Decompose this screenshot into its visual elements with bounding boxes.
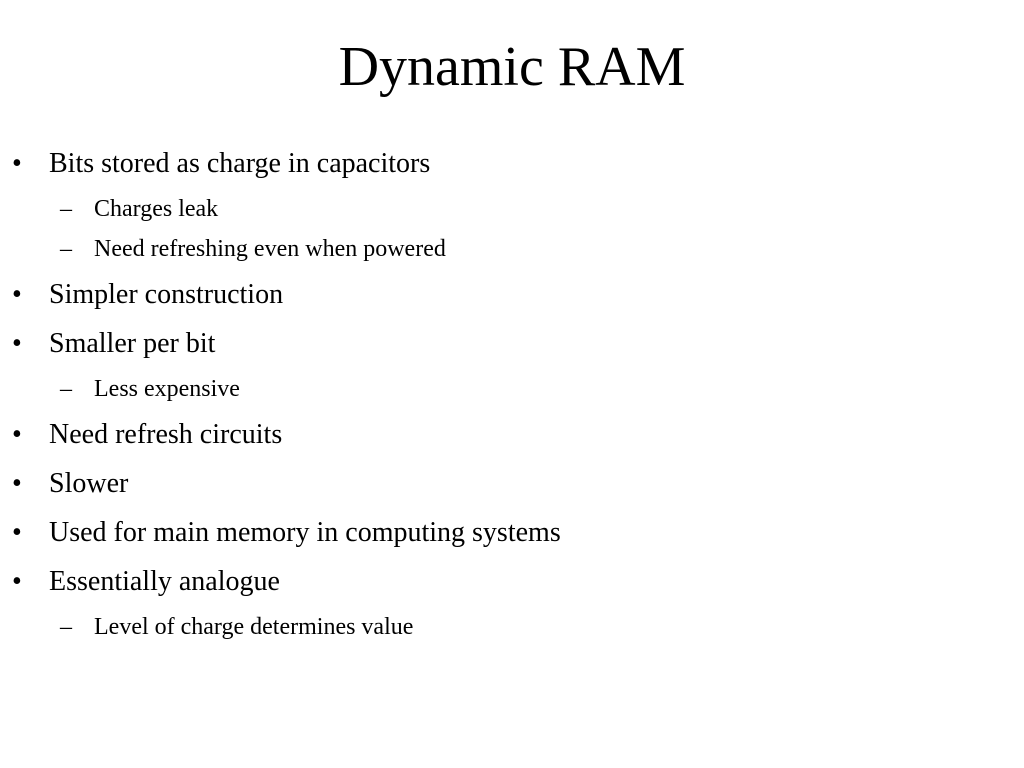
bullet-marker: • [12,419,22,450]
bullet-text: Smaller per bit [49,328,216,359]
bullet-marker: • [12,468,22,499]
bullet-marker: • [12,566,22,597]
dash-marker: – [60,196,72,222]
dash-marker: – [60,236,72,262]
slide-title: Dynamic RAM [338,36,686,98]
sub-bullet-text: Charges leak [94,196,219,222]
bullet-text: Slower [49,468,129,499]
sub-bullet-text: Need refreshing even when powered [94,236,446,262]
bullet-marker: • [12,328,22,359]
bullet-text: Need refresh circuits [49,419,283,450]
bullet-text: Simpler construction [49,279,284,310]
bullet-marker: • [12,517,22,548]
bullet-text: Used for main memory in computing system… [49,517,561,548]
sub-bullet-text: Level of charge determines value [94,614,414,640]
bullet-marker: • [12,148,22,179]
dash-marker: – [60,376,72,402]
bullet-text: Bits stored as charge in capacitors [49,148,431,179]
dash-marker: – [60,614,72,640]
bullet-marker: • [12,279,22,310]
bullet-text: Essentially analogue [49,566,280,597]
sub-bullet-text: Less expensive [94,376,240,402]
